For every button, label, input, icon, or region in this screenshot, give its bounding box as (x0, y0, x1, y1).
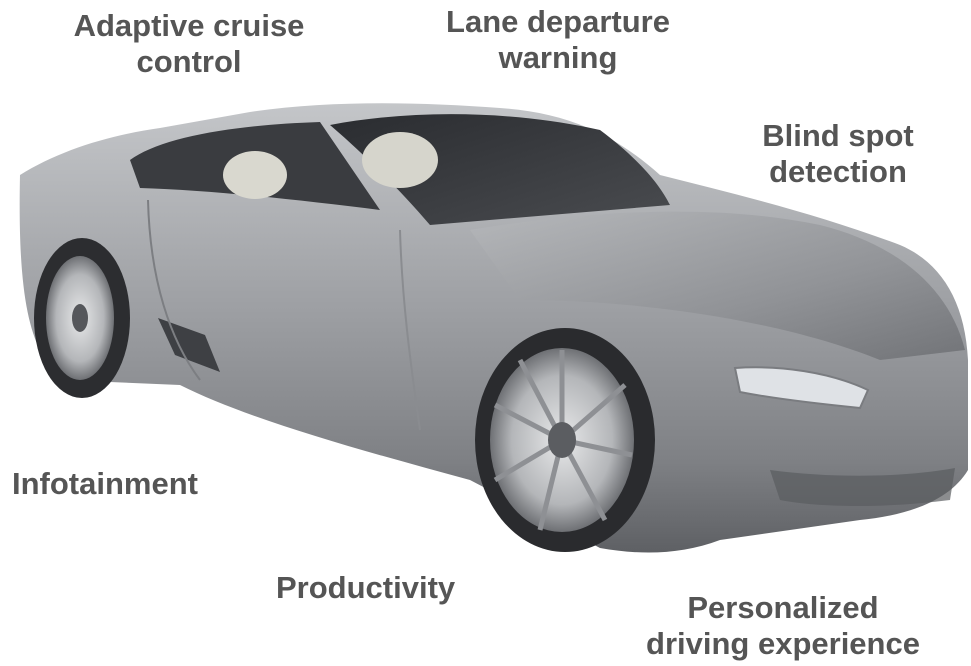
label-line: Lane departure (446, 4, 670, 39)
label-line: detection (769, 154, 907, 189)
label-line: control (136, 44, 242, 79)
label-line: Blind spot (762, 118, 914, 153)
car-hood (470, 211, 965, 360)
label-line: driving experience (646, 626, 920, 661)
lane-departure-warning-label: Lane departure warning (408, 4, 708, 76)
infotainment-label: Infotainment (12, 466, 198, 501)
headlight (733, 366, 870, 410)
rear-wheel (34, 238, 130, 398)
blind-spot-detection-label: Blind spot detection (718, 118, 958, 190)
car-seat (223, 151, 287, 199)
label-line: Personalized (687, 590, 879, 625)
adaptive-cruise-control-label: Adaptive cruise control (44, 8, 334, 80)
label-line: warning (498, 40, 618, 75)
productivity-label: Productivity (276, 570, 456, 605)
front-wheel (475, 328, 655, 552)
label-line: Adaptive cruise (73, 8, 305, 43)
personalized-driving-experience-label: Personalized driving experience (603, 590, 963, 662)
car-seat (362, 132, 438, 188)
